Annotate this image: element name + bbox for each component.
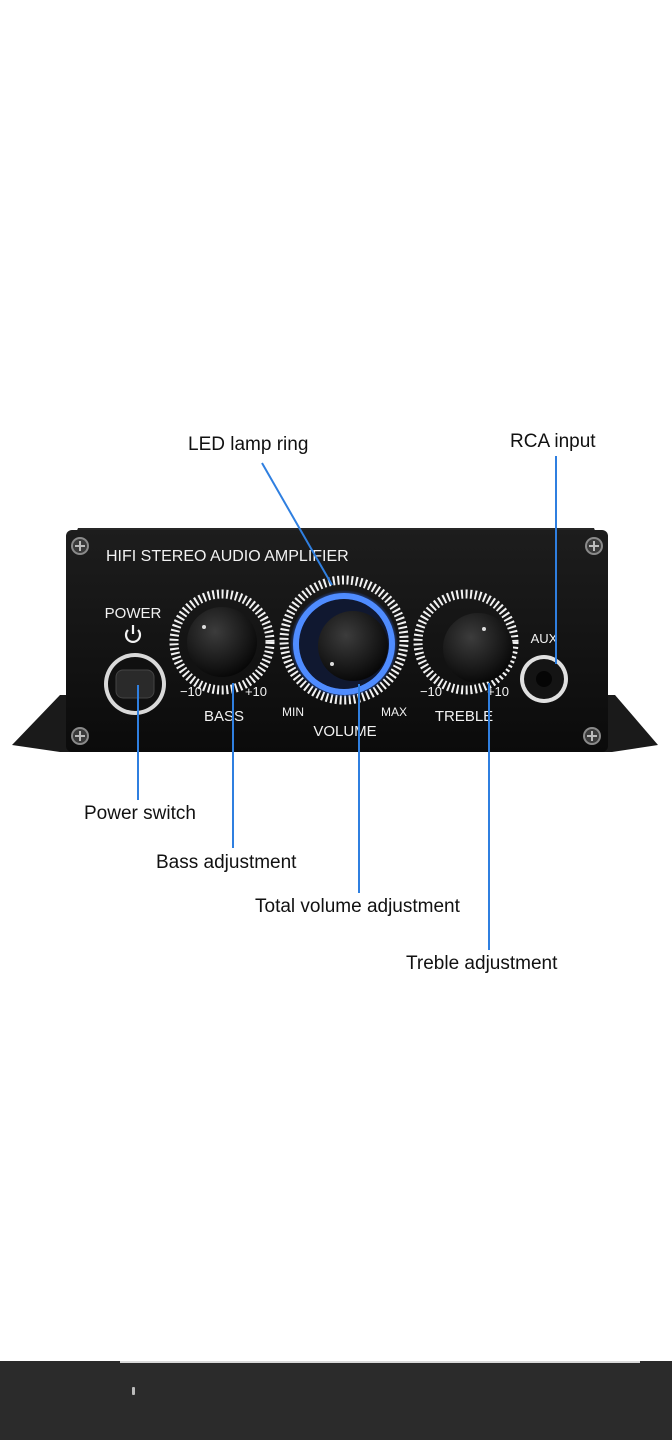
volume-max-label: MAX bbox=[381, 705, 407, 719]
model-text: HIFI STEREO AUDIO AMPLIFIER bbox=[106, 548, 349, 565]
treble-knob-dial bbox=[413, 589, 519, 695]
bass-knob-dial bbox=[169, 589, 275, 695]
cursor-mark bbox=[132, 1387, 135, 1395]
bottom-bar bbox=[0, 1361, 672, 1440]
pointer-led-ring bbox=[261, 462, 333, 586]
bottom-bar-divider bbox=[120, 1361, 640, 1363]
volume-knob-dial bbox=[279, 575, 409, 705]
screw-top-left bbox=[71, 537, 89, 555]
callout-volume-adjustment: Total volume adjustment bbox=[255, 896, 460, 917]
screw-bottom-left bbox=[71, 727, 89, 745]
bass-label: BASS bbox=[204, 708, 244, 725]
bass-max-label: +10 bbox=[245, 684, 267, 699]
callout-power-switch: Power switch bbox=[84, 803, 196, 824]
treble-label: TREBLE bbox=[435, 708, 493, 725]
volume-min-label: MIN bbox=[282, 705, 304, 719]
treble-min-label: −10 bbox=[420, 684, 442, 699]
callout-led-lamp-ring: LED lamp ring bbox=[188, 434, 309, 455]
callout-bass-adjustment: Bass adjustment bbox=[156, 852, 297, 873]
power-label: POWER bbox=[105, 605, 162, 622]
volume-label: VOLUME bbox=[313, 723, 376, 740]
bass-min-label: −10 bbox=[180, 684, 202, 699]
screw-bottom-right bbox=[583, 727, 601, 745]
power-switch bbox=[104, 653, 166, 715]
treble-max-label: +10 bbox=[487, 684, 509, 699]
callout-treble-adjustment: Treble adjustment bbox=[406, 953, 558, 974]
screw-top-right bbox=[585, 537, 603, 555]
aux-jack bbox=[520, 655, 568, 703]
callout-rca-input: RCA input bbox=[510, 431, 596, 452]
power-symbol-icon bbox=[124, 625, 142, 643]
aux-label: AUX bbox=[531, 631, 558, 646]
